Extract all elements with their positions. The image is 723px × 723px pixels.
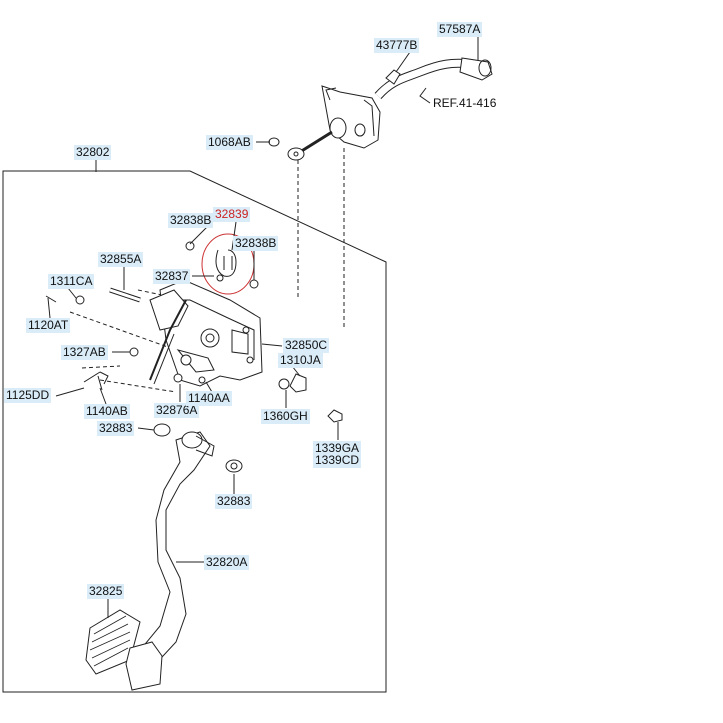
spring-link [149, 299, 187, 381]
label-32876A[interactable]: 32876A [154, 403, 200, 418]
label-32883-2[interactable]: 32883 [215, 494, 253, 509]
label-32838B[interactable]: 32838B [168, 213, 214, 228]
label-1068AB[interactable]: 1068AB [206, 135, 253, 150]
pedal-stopper [125, 641, 163, 691]
pedal-arm [131, 431, 211, 671]
label-1360GH[interactable]: 1360GH [261, 409, 310, 424]
label-32855A[interactable]: 32855A [98, 252, 144, 267]
label-1140AB[interactable]: 1140AB [84, 404, 130, 419]
push-rod [299, 130, 333, 154]
master-cylinder [321, 85, 381, 149]
label-1120AT[interactable]: 1120AT [26, 318, 71, 333]
label-32802[interactable]: 32802 [74, 145, 112, 160]
label-1327AB[interactable]: 1327AB [61, 345, 108, 360]
label-1311CA[interactable]: 1311CA [48, 274, 95, 289]
label-32883[interactable]: 32883 [97, 421, 135, 436]
label-43777B[interactable]: 43777B [374, 38, 420, 53]
label-32839[interactable]: 32839 [213, 207, 251, 222]
ref-label[interactable]: REF.41-416 [433, 96, 497, 110]
label-1339GA[interactable]: 1339GA [313, 441, 362, 456]
label-32850C[interactable]: 32850C [283, 338, 330, 353]
clip [385, 69, 401, 85]
label-32825[interactable]: 32825 [87, 584, 125, 599]
hose-end [459, 57, 493, 81]
label-1125DD[interactable]: 1125DD [4, 388, 52, 403]
label-57587A[interactable]: 57587A [437, 22, 483, 37]
label-32820A[interactable]: 32820A [204, 555, 250, 570]
label-1310JA[interactable]: 1310JA [278, 353, 323, 368]
label-32837[interactable]: 32837 [153, 269, 191, 284]
label-1140AA[interactable]: 1140AA [186, 391, 232, 406]
label-1339CD[interactable]: 1339CD [313, 453, 362, 468]
assembly-frame [2, 170, 387, 693]
label-32838B-2[interactable]: 32838B [233, 236, 279, 251]
